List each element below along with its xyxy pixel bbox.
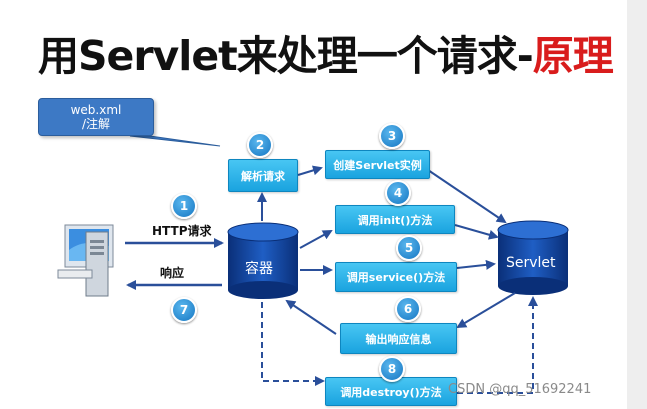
step-7-badge: 7 (171, 297, 197, 323)
step-5-box: 调用service()方法 (335, 262, 457, 292)
watermark: CSDN @qq_51692241 (448, 382, 592, 397)
step-6-badge: 6 (395, 296, 421, 322)
page-title: 用Servlet来处理一个请求-原理 (38, 22, 614, 88)
callout-webxml: web.xml /注解 (38, 98, 154, 136)
http-request-label: HTTP请求 (152, 224, 212, 238)
step-4-box: 调用init()方法 (335, 205, 455, 234)
step-3-box: 创建Servlet实例 (325, 150, 430, 179)
title-main: 用Servlet来处理一个请求- (38, 32, 534, 80)
callout-pointer (129, 135, 221, 147)
arrow-output-back (285, 299, 337, 335)
arrow-servlet-output (456, 292, 516, 329)
title-accent: 原理 (532, 32, 614, 80)
step-1-badge: 1 (171, 193, 197, 219)
arrow-init-in (299, 230, 333, 249)
callout-line2: /注解 (81, 117, 111, 131)
step-3-badge: 3 (379, 123, 405, 149)
step-5-badge: 5 (396, 235, 422, 261)
step-2-badge: 2 (247, 132, 273, 158)
step-8-badge: 8 (379, 356, 405, 382)
arrow-destroy-dashed-in (261, 302, 325, 386)
arrow-create-out (427, 169, 507, 224)
step-4-badge: 4 (385, 180, 411, 206)
step-2-box: 解析请求 (228, 159, 298, 192)
arrow-service-out (456, 259, 496, 270)
container-cylinder (227, 222, 299, 299)
right-margin-strip (627, 0, 647, 409)
arrow-init-out (454, 224, 499, 240)
servlet-cylinder (497, 220, 569, 295)
response-label: 响应 (160, 266, 185, 280)
arrow-create-in (297, 165, 323, 176)
servlet-label: Servlet (506, 255, 556, 271)
container-label: 容器 (245, 261, 273, 277)
computer-icon (57, 224, 114, 297)
step-6-box: 输出响应信息 (340, 323, 457, 354)
arrow-destroy-dashed-out (457, 296, 538, 394)
callout-line1: web.xml (70, 103, 122, 117)
